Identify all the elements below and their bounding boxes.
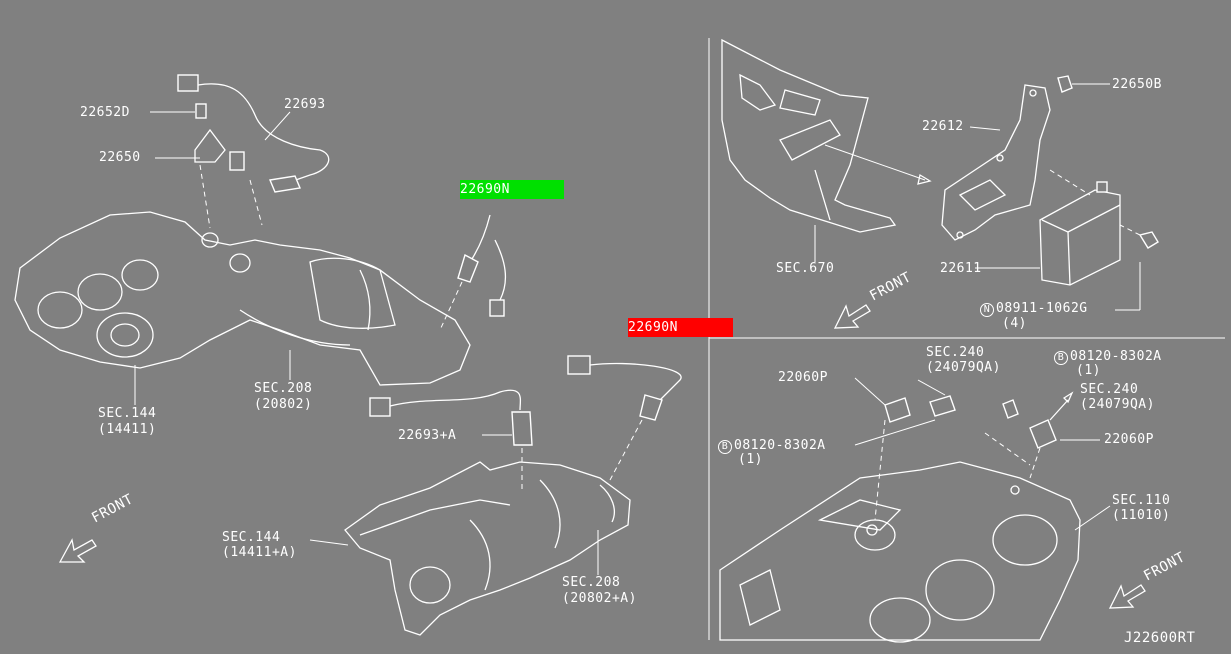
section-label-sec208[interactable]: SEC.208 — [254, 381, 313, 396]
bolt-type-n-circle: N — [980, 303, 994, 317]
part-label-22650[interactable]: 22650 — [99, 150, 141, 165]
section-label-sec110[interactable]: SEC.110 — [1112, 493, 1171, 508]
bolt-qty-b-left: (1) — [738, 452, 763, 467]
part-label-22611[interactable]: 22611 — [940, 261, 982, 276]
highlight-part-22690n-green[interactable]: 22690N — [460, 180, 564, 199]
bolt-number-b-left: 08120-8302A — [734, 438, 826, 453]
bolt-number-b-top: 08120-8302A — [1070, 349, 1162, 364]
highlight-part-22690n-red[interactable]: 22690N — [628, 318, 733, 337]
cylinder-block-sec110 — [719, 461, 1081, 643]
part-label-22612[interactable]: 22612 — [922, 119, 964, 134]
knock-sensor-22060p-left — [854, 377, 956, 521]
bolt-type-b-circle-left: B — [718, 440, 732, 454]
part-label-22060p-right[interactable]: 22060P — [1104, 432, 1154, 447]
section-sublabel-24079qa-left: (24079QA) — [926, 360, 1001, 375]
o2-sensor-22693a — [369, 389, 533, 490]
section-label-sec240-left[interactable]: SEC.240 — [926, 345, 985, 360]
section-label-sec208-lower[interactable]: SEC.208 — [562, 575, 621, 590]
body-panel-sec670 — [721, 38, 932, 233]
leaders-bottom-right — [1074, 505, 1111, 531]
section-label-sec144[interactable]: SEC.144 — [98, 406, 157, 421]
turbocharger-assembly-lower — [344, 461, 631, 636]
part-label-22650b[interactable]: 22650B — [1112, 77, 1162, 92]
section-sublabel-20802: (20802) — [254, 397, 313, 412]
section-label-sec144-lower[interactable]: SEC.144 — [222, 530, 281, 545]
front-arrow-top-right — [833, 304, 871, 329]
bolt-type-b-circle-top: B — [1054, 351, 1068, 365]
o2-sensor-22690n-right — [567, 355, 682, 481]
part-label-22060p-left[interactable]: 22060P — [778, 370, 828, 385]
diagram-code: J22600RT — [1124, 630, 1196, 646]
section-sublabel-20802-a: (20802+A) — [562, 591, 637, 606]
front-arrow-bottom-right — [1108, 584, 1146, 609]
bolt-qty-b-top: (1) — [1076, 363, 1101, 378]
part-label-22693[interactable]: 22693 — [284, 97, 326, 112]
leaders-top-right — [814, 83, 1141, 311]
knock-sensor-22060p-right — [984, 391, 1100, 479]
bolt-qty-n: (4) — [1002, 316, 1027, 331]
section-sublabel-11010: (11010) — [1112, 508, 1171, 523]
o2-sensor-22690n-left — [439, 214, 507, 331]
section-label-sec240-right[interactable]: SEC.240 — [1080, 382, 1139, 397]
bolt-number-n: 08911-1062G — [996, 301, 1088, 316]
ecm-unit-22611 — [1039, 75, 1159, 286]
front-arrow-left — [58, 538, 97, 563]
turbocharger-assembly-left — [14, 211, 471, 386]
section-label-sec670[interactable]: SEC.670 — [776, 261, 835, 276]
o2-sensor-upper-left — [177, 74, 330, 229]
section-sublabel-24079qa-right: (24079QA) — [1080, 397, 1155, 412]
leaders-left — [134, 111, 599, 575]
section-sublabel-14411: (14411) — [98, 422, 157, 437]
ecm-bracket-22612 — [941, 84, 1051, 241]
section-sublabel-14411-a: (14411+A) — [222, 545, 297, 560]
part-label-22652d[interactable]: 22652D — [80, 105, 130, 120]
part-label-22693-a[interactable]: 22693+A — [398, 428, 457, 443]
